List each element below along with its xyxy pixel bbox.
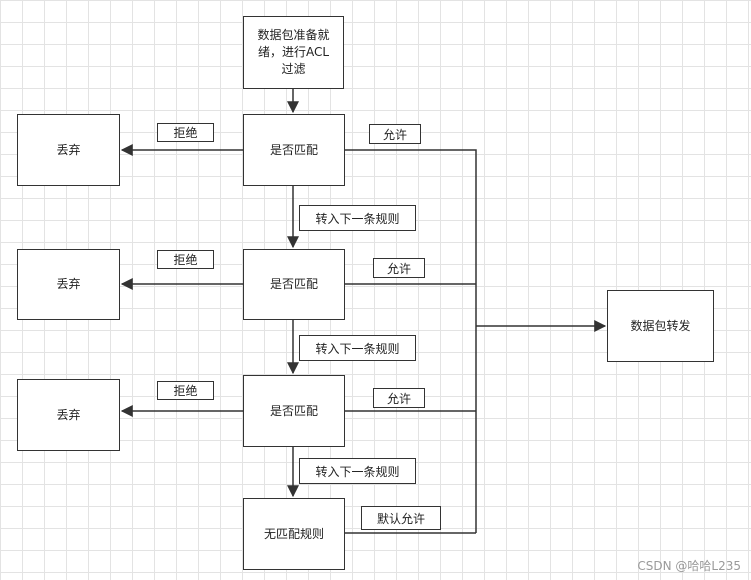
match-box-2: 是否匹配	[243, 249, 345, 320]
forward-box: 数据包转发	[607, 290, 714, 362]
drop-box-3: 丢弃	[17, 379, 120, 451]
match-box-1: 是否匹配	[243, 114, 345, 186]
drop-box-2: 丢弃	[17, 249, 120, 320]
permit-label-2: 允许	[373, 258, 425, 278]
next-rule-label-2: 转入下一条规则	[299, 335, 416, 361]
permit-label-1: 允许	[369, 124, 421, 144]
start-box: 数据包准备就 绪，进行ACL 过滤	[243, 16, 344, 89]
match-box-3: 是否匹配	[243, 375, 345, 447]
deny-label-1: 拒绝	[157, 123, 214, 142]
permit-label-3: 允许	[373, 388, 425, 408]
watermark: CSDN @哈哈L235	[637, 559, 741, 573]
deny-label-2: 拒绝	[157, 250, 214, 269]
no-match-box: 无匹配规则	[243, 498, 345, 570]
next-rule-label-3: 转入下一条规则	[299, 458, 416, 484]
line-match-1-permit	[345, 149, 477, 533]
drop-box-1: 丢弃	[17, 114, 120, 186]
next-rule-label-1: 转入下一条规则	[299, 205, 416, 231]
deny-label-3: 拒绝	[157, 381, 214, 400]
default-permit-label: 默认允许	[361, 506, 441, 530]
